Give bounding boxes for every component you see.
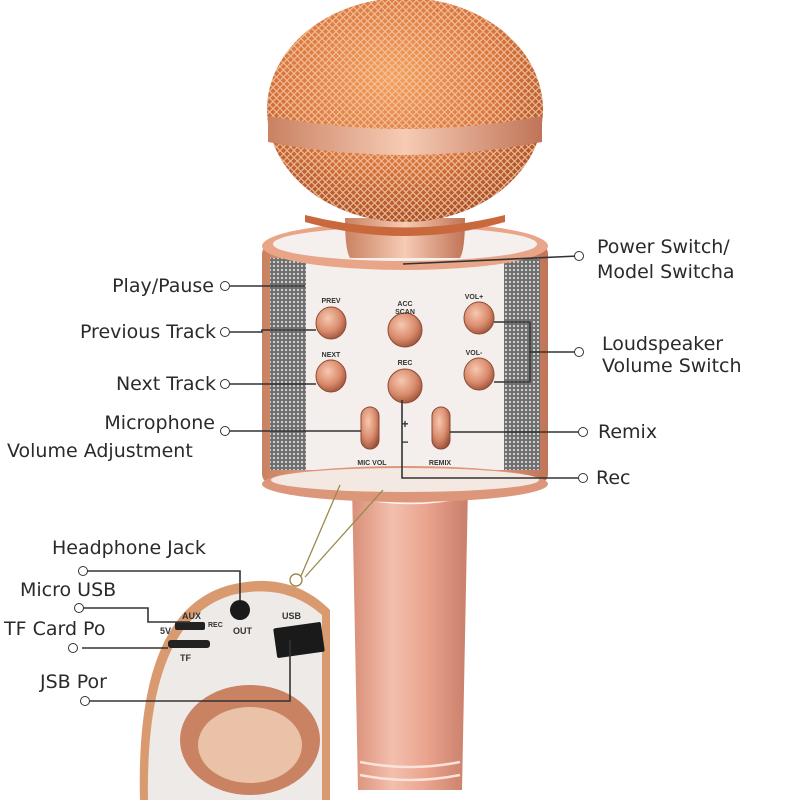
connector-dot <box>578 427 588 437</box>
svg-text:ACC: ACC <box>397 301 412 308</box>
svg-text:REMIX: REMIX <box>429 460 452 467</box>
label-micro-usb: Micro USB <box>20 579 117 601</box>
svg-text:5V: 5V <box>160 626 171 636</box>
svg-text:REC: REC <box>398 360 413 367</box>
svg-text:TF: TF <box>180 653 191 663</box>
label-next-track: Next Track <box>115 373 216 395</box>
svg-text:OUT: OUT <box>233 626 253 636</box>
svg-text:+: + <box>401 417 408 431</box>
label-speaker-volume-2: Volume Switch <box>602 355 742 377</box>
connector-dot <box>574 251 584 261</box>
connector-dot <box>220 426 230 436</box>
label-tf-card: TF Card Po <box>4 618 106 640</box>
label-remix: Remix <box>598 421 658 443</box>
label-power-switch-1: Power Switch/ <box>597 236 730 258</box>
svg-text:VOL-: VOL- <box>466 350 483 357</box>
svg-text:NEXT: NEXT <box>322 352 341 359</box>
control-buttons: PREV ACC SCAN VOL+ NEXT REC VOL- MIC VOL… <box>315 294 495 467</box>
svg-text:USB: USB <box>282 611 302 621</box>
connector-dot <box>80 696 90 706</box>
label-speaker-volume-1: Loudspeaker <box>602 333 724 355</box>
connector-dot <box>78 566 88 576</box>
port-inset: AUX 5V REC OUT USB TF <box>139 484 384 800</box>
connector-dot <box>578 473 588 483</box>
connector-dot <box>68 643 78 653</box>
label-previous-track: Previous Track <box>79 321 216 343</box>
svg-text:AUX: AUX <box>182 611 201 621</box>
svg-text:SCAN: SCAN <box>395 309 415 316</box>
connector-dot <box>74 603 84 613</box>
svg-text:−: − <box>401 435 408 449</box>
connector-dot <box>220 327 230 337</box>
connector-dot <box>574 347 584 357</box>
svg-text:REC: REC <box>208 622 223 629</box>
label-mic-volume-2: Volume Adjustment <box>7 440 193 462</box>
label-rec: Rec <box>596 467 631 489</box>
svg-text:VOL+: VOL+ <box>465 294 483 301</box>
handle <box>351 485 469 790</box>
leader-lines <box>82 255 579 702</box>
svg-text:MIC VOL: MIC VOL <box>357 460 387 467</box>
label-headphone-jack: Headphone Jack <box>52 537 206 559</box>
label-power-switch-2: Model Switcha <box>597 261 735 283</box>
connector-dot <box>220 379 230 389</box>
microphone-head <box>267 0 543 258</box>
svg-text:PREV: PREV <box>321 298 340 305</box>
label-mic-volume-1: Microphone <box>104 412 215 434</box>
connector-dot <box>220 281 230 291</box>
label-usb-port: JSB Por <box>40 671 107 693</box>
label-play-pause: Play/Pause <box>112 275 214 297</box>
